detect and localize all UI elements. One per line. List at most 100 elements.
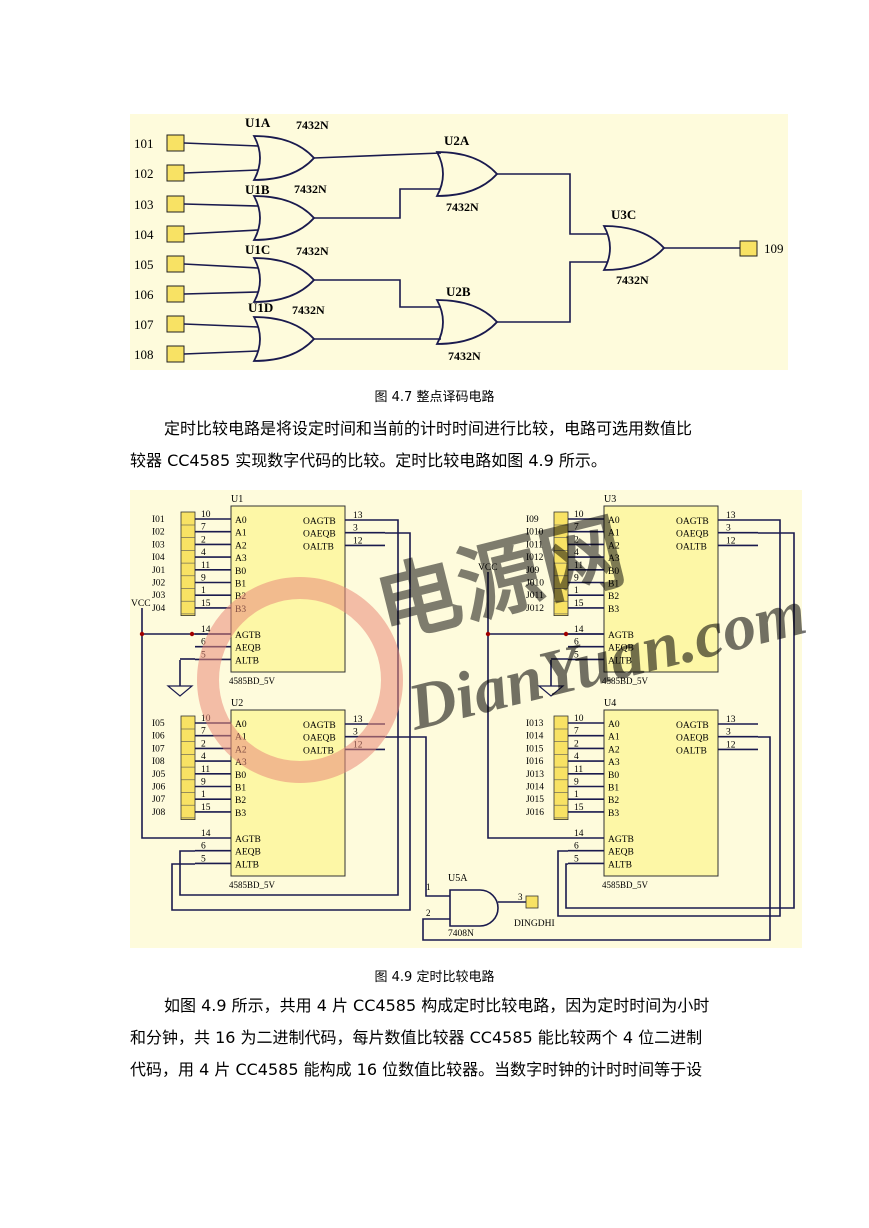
wire-u1b-u2a: [314, 188, 441, 219]
chip-input-label: I05: [152, 719, 165, 729]
chip-input-label: I016: [526, 757, 544, 767]
input-wire: [183, 323, 259, 328]
pin-name: OALTB: [303, 542, 334, 552]
chip-input-label: J015: [526, 795, 544, 805]
chip-input-label: J07: [152, 795, 165, 805]
pin-number: 4: [201, 548, 206, 558]
input-wire: [183, 142, 259, 147]
pin-number: 7: [574, 523, 579, 533]
gate-label: U1C: [245, 242, 270, 257]
pin-name: OAGTB: [676, 517, 709, 527]
input-pad: [166, 315, 185, 333]
input-pad-strip: [553, 715, 569, 820]
input-pad: [166, 195, 185, 213]
vcc-junction: [563, 631, 569, 637]
chip-input-label: J012: [526, 604, 544, 614]
input-label: 108: [134, 347, 154, 362]
paragraph-2: 如图 4.9 所示，共用 4 片 CC4585 构成定时比较电路，因为定时时间为…: [130, 990, 740, 1086]
gate-label: U3C: [611, 207, 636, 222]
chip-input-label: I011: [526, 540, 543, 550]
pin-name: OALTB: [676, 542, 707, 552]
pin-number: 9: [201, 574, 206, 584]
pin-name: B0: [608, 567, 619, 577]
pin-number: 12: [726, 740, 736, 750]
chip-input-label: J013: [526, 770, 544, 780]
pin-name: A1: [235, 529, 247, 539]
vcc-label: VCC: [131, 599, 151, 609]
pin-number: 9: [574, 778, 579, 788]
chip-input-label: J03: [152, 591, 165, 601]
pin-name: AGTB: [235, 631, 261, 641]
pin-name: ALTB: [235, 656, 259, 666]
pin-number: 5: [201, 650, 206, 660]
chip-input-label: I014: [526, 732, 544, 742]
input-label: 103: [134, 197, 154, 212]
pin-number: 6: [574, 842, 579, 852]
or-gate-u1-2: [252, 257, 316, 303]
pin-name: OAGTB: [303, 517, 336, 527]
vcc-junction: [189, 631, 195, 637]
chip-input-label: I013: [526, 719, 544, 729]
input-label: 106: [134, 287, 154, 302]
pin-number: 2: [201, 739, 206, 749]
chip-input-label: I02: [152, 528, 165, 538]
chip-input-label: J011: [526, 591, 544, 601]
input-wire: [183, 263, 259, 269]
gate-part: 7432N: [448, 349, 481, 363]
pin-number: 12: [726, 536, 736, 546]
pin-number: 2: [201, 535, 206, 545]
pin-number: 13: [726, 715, 736, 725]
pin-name: B2: [608, 592, 619, 602]
pin-number: 10: [574, 714, 584, 724]
input-label: 102: [134, 166, 154, 181]
or-gate-u2a: [435, 151, 499, 197]
pin-number: 6: [201, 638, 206, 648]
chip-input-label: I015: [526, 744, 544, 754]
chip-part: 4585BD_5V: [229, 676, 276, 686]
pin-number: 1: [574, 790, 579, 800]
pin-name: AEQB: [608, 644, 634, 654]
vcc-wire-right: [487, 572, 604, 635]
gate-part: 7432N: [296, 118, 329, 132]
pin-number: 1: [574, 586, 579, 596]
pin-name: B0: [608, 771, 619, 781]
chip-input-label: J09: [526, 566, 539, 576]
pin-name: OAEQB: [303, 734, 336, 744]
pin-number: 14: [574, 625, 584, 635]
wire-u1a-u2a: [313, 152, 442, 159]
input-wire: [183, 203, 259, 207]
chip-input-label: I010: [526, 528, 544, 538]
pin-number: 14: [201, 829, 211, 839]
chip-ref: U3: [604, 494, 616, 505]
chip-part: 4585BD_5V: [229, 880, 276, 890]
or-gate-u1-1: [252, 195, 316, 241]
input-wire: [183, 350, 259, 355]
chip-input-label: I01: [152, 515, 165, 525]
pin-number: 3: [726, 728, 731, 738]
wire-u1c-u2b: [314, 279, 441, 308]
pin-name: AEQB: [235, 644, 261, 654]
pin-name: B1: [608, 784, 619, 794]
pin-number: 4: [574, 752, 579, 762]
pin-name: B2: [235, 592, 246, 602]
vcc-junction: [485, 631, 491, 637]
pin-number: 12: [353, 536, 363, 546]
pin-name: B3: [608, 809, 619, 819]
chip-input-label: I09: [526, 515, 539, 525]
pin-number: 11: [201, 765, 210, 775]
chip-input-label: J04: [152, 604, 165, 614]
output-pad: [739, 240, 758, 257]
input-pad: [166, 345, 185, 363]
pin-name: ALTB: [608, 860, 632, 870]
input-pad-strip: [553, 511, 569, 616]
chip-input-label: J01: [152, 566, 165, 576]
pin-name: B3: [235, 605, 246, 615]
pin-name: OAGTB: [303, 721, 336, 731]
or-gate-u1-0: [252, 135, 316, 181]
pin-number: 1: [426, 882, 431, 892]
ground-icon: [166, 685, 194, 697]
or-gate-u1-3: [252, 316, 316, 362]
